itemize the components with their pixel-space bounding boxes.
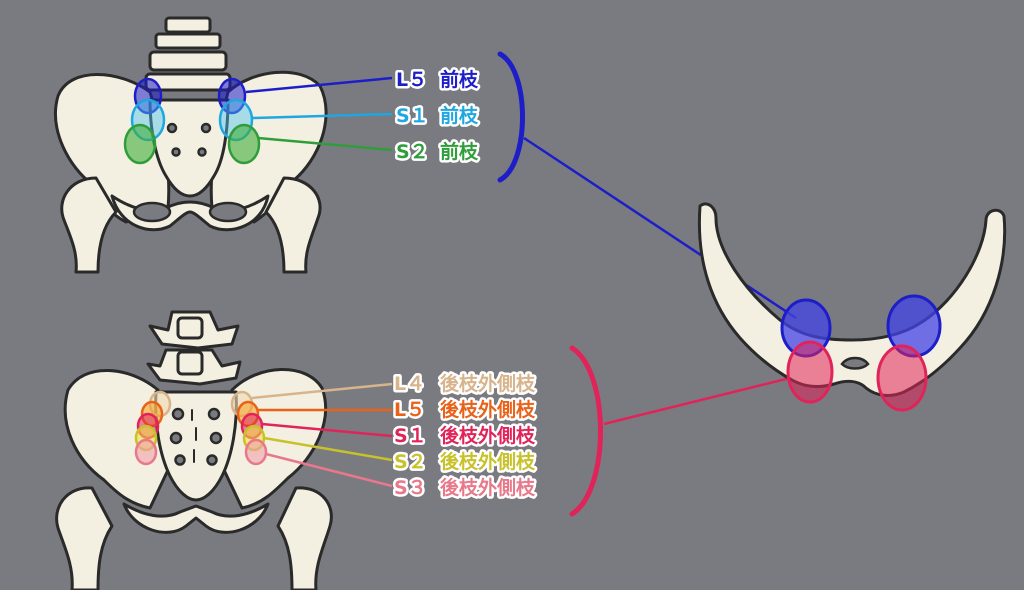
leader-s2-anterior — [257, 136, 393, 152]
label-l4-posterior-seg: L４ — [394, 373, 425, 395]
label-l5-anterior-branch: 前枝 — [440, 68, 479, 91]
zone-posterior-branch-right — [876, 344, 928, 412]
bracket-posterior — [569, 345, 603, 517]
label-l5-posterior-branch: 後枝外側枝 — [440, 398, 536, 421]
zone-s3-posterior-left — [134, 438, 158, 466]
label-l4-posterior-branch: 後枝外側枝 — [440, 372, 536, 395]
label-s2-posterior-branch: 後枝外側枝 — [440, 450, 536, 473]
zone-s2-anterior-right — [227, 123, 261, 165]
label-s2-anterior-branch: 前枝 — [440, 140, 479, 163]
label-s3-posterior-branch: 後枝外側枝 — [440, 476, 536, 499]
leader-s3-posterior — [265, 452, 393, 488]
anterior-labels: L５ 前枝 S１ 前枝 S２ 前枝 — [394, 66, 482, 166]
leader-l4-posterior — [251, 382, 393, 400]
label-s1-posterior-seg: S１ — [394, 425, 427, 447]
label-s2-posterior-seg: S２ — [394, 451, 427, 473]
leader-s1-posterior — [261, 422, 393, 438]
zone-s3-posterior-right — [244, 438, 268, 466]
label-s1-posterior-branch: 後枝外側枝 — [440, 424, 536, 447]
zone-posterior-branch-left — [786, 340, 834, 404]
posterior-pelvis-illustration — [55, 310, 333, 590]
label-s2-anterior-seg: S２ — [396, 141, 429, 163]
zone-l5-anterior-left — [133, 77, 163, 115]
leader-l5-anterior — [245, 76, 393, 94]
label-s1-anterior-branch: 前枝 — [440, 104, 479, 127]
pelvis-superior-view — [697, 202, 1007, 412]
connector-anterior — [523, 136, 797, 320]
anterior-pelvis-illustration — [54, 16, 328, 274]
bracket-anterior — [497, 51, 525, 183]
zone-s2-anterior-left — [123, 123, 157, 165]
posterior-labels: L４ 後枝外側枝 L５ 後枝外側枝 S１ 後枝外側枝 S２ 後枝外側枝 S３ 後… — [392, 370, 539, 502]
label-l5-posterior-seg: L５ — [394, 399, 425, 421]
connector-posterior — [603, 376, 791, 426]
label-l5-anterior-seg: L５ — [396, 69, 427, 91]
label-s3-posterior-seg: S３ — [394, 477, 427, 499]
leader-s2-posterior — [263, 436, 393, 462]
leader-s1-anterior — [251, 112, 393, 120]
label-s1-anterior-seg: S１ — [396, 105, 429, 127]
